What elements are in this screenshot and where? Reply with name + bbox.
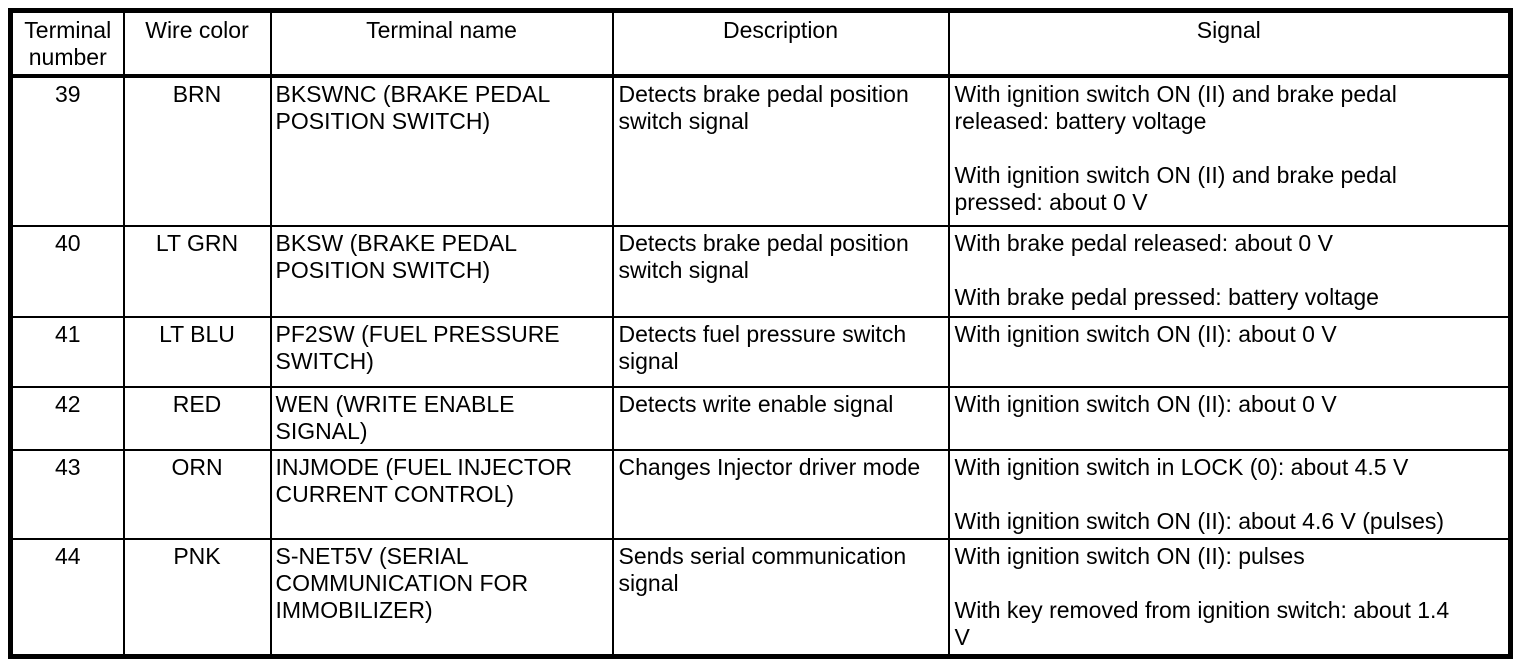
table-row: 39 BRN BKSWNC (BRAKE PEDAL POSITION SWIT… [9,75,1512,227]
cell-terminal-name: S-NET5V (SERIAL COMMUNICATION FOR IMMOBI… [269,538,614,658]
cell-terminal-name: BKSW (BRAKE PEDAL POSITION SWITCH) [269,225,614,318]
cell-wire-color: ORN [122,449,272,540]
signal-paragraph: With ignition switch ON (II): about 0 V [954,321,1337,347]
cell-terminal-number: 39 [9,75,125,227]
table-row: 41 LT BLU PF2SW (FUEL PRESSURE SWITCH) D… [9,316,1512,388]
cell-terminal-number: 41 [9,316,125,388]
cell-wire-color: PNK [122,538,272,658]
header-terminal-number: Terminal number [9,9,125,78]
terminal-function-table: Terminal number Wire color Terminal name… [8,8,1513,659]
signal-paragraph: With key removed from ignition switch: a… [954,597,1450,650]
cell-terminal-number: 44 [9,538,125,658]
header-description: Description [611,9,950,78]
cell-wire-color: BRN [122,75,272,227]
cell-terminal-number: 40 [9,225,125,318]
header-wire-color: Wire color [122,9,272,78]
cell-wire-color: LT GRN [122,225,272,318]
cell-wire-color: LT BLU [122,316,272,388]
cell-terminal-number: 43 [9,449,125,540]
cell-terminal-name: WEN (WRITE ENABLE SIGNAL) [269,386,614,451]
cell-signal: With ignition switch ON (II) and brake p… [947,75,1512,227]
table-row: 43 ORN INJMODE (FUEL INJECTOR CURRENT CO… [9,449,1512,540]
signal-paragraph: With ignition switch ON (II) and brake p… [954,81,1397,134]
signal-paragraph: With ignition switch ON (II): pulses [954,543,1305,569]
table-row: 44 PNK S-NET5V (SERIAL COMMUNICATION FOR… [9,538,1512,658]
header-signal: Signal [947,9,1512,78]
cell-signal: With ignition switch in LOCK (0): about … [947,449,1512,540]
table-row: 42 RED WEN (WRITE ENABLE SIGNAL) Detects… [9,386,1512,451]
signal-paragraph: With ignition switch ON (II) and brake p… [954,162,1397,215]
header-terminal-name: Terminal name [269,9,614,78]
cell-signal: With ignition switch ON (II): about 0 V [947,316,1512,388]
signal-paragraph: With ignition switch ON (II): about 4.6 … [954,508,1445,534]
cell-description: Detects brake pedal position switch sign… [611,75,950,227]
cell-terminal-name: INJMODE (FUEL INJECTOR CURRENT CONTROL) [269,449,614,540]
header-row: Terminal number Wire color Terminal name… [9,9,1512,78]
signal-paragraph: With brake pedal released: about 0 V [954,230,1333,256]
signal-paragraph: With brake pedal pressed: battery voltag… [954,284,1379,310]
signal-paragraph: With ignition switch in LOCK (0): about … [954,454,1409,480]
signal-paragraph: With ignition switch ON (II): about 0 V [954,391,1337,417]
cell-description: Detects brake pedal position switch sign… [611,225,950,318]
cell-terminal-name: PF2SW (FUEL PRESSURE SWITCH) [269,316,614,388]
cell-description: Sends serial communication signal [611,538,950,658]
cell-description: Detects write enable signal [611,386,950,451]
cell-wire-color: RED [122,386,272,451]
table-row: 40 LT GRN BKSW (BRAKE PEDAL POSITION SWI… [9,225,1512,318]
cell-description: Detects fuel pressure switch signal [611,316,950,388]
cell-terminal-number: 42 [9,386,125,451]
cell-description: Changes Injector driver mode [611,449,950,540]
table-body: 39 BRN BKSWNC (BRAKE PEDAL POSITION SWIT… [9,75,1512,658]
cell-signal: With ignition switch ON (II): about 0 V [947,386,1512,451]
cell-terminal-name: BKSWNC (BRAKE PEDAL POSITION SWITCH) [269,75,614,227]
table-header: Terminal number Wire color Terminal name… [9,9,1512,78]
cell-signal: With brake pedal released: about 0 V With… [947,225,1512,318]
